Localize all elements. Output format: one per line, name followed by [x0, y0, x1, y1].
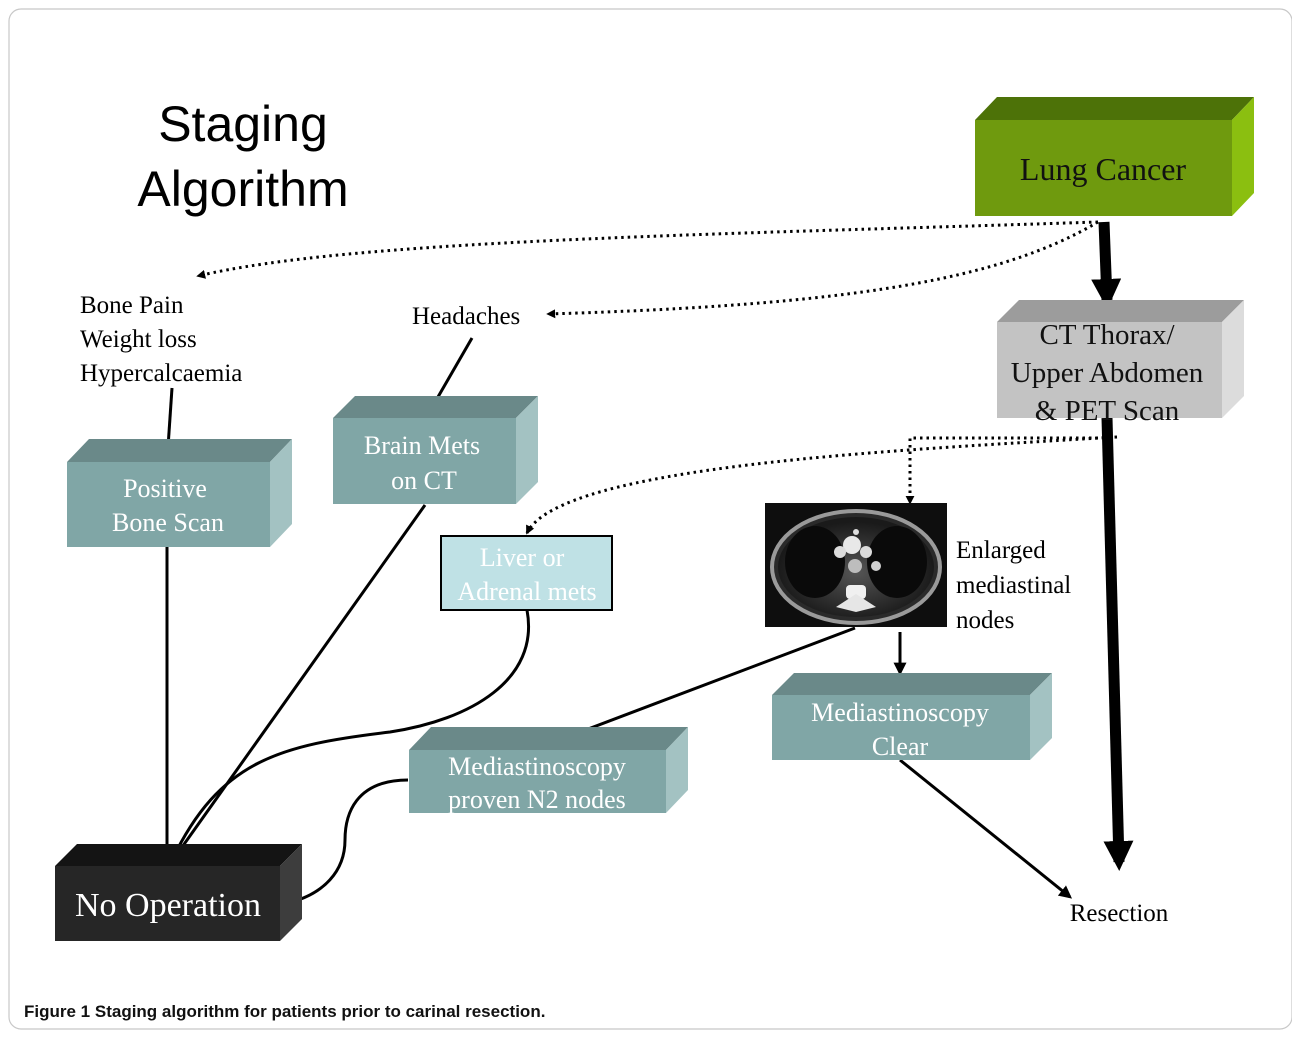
diagram-title: Staging Algorithm	[137, 96, 348, 217]
caption-label: Figure 1	[24, 1002, 91, 1021]
arrow-brain-to-noop	[168, 504, 427, 867]
mediastinoscopy-clear-node: Mediastinoscopy Clear	[772, 673, 1052, 761]
mediastinoscopy-clear-line-2: Clear	[872, 732, 929, 761]
figure-caption: Figure 1 Staging algorithm for patients …	[24, 1002, 545, 1022]
lung-cancer-label: Lung Cancer	[1020, 151, 1187, 187]
thick-arrow-to-resection	[1101, 417, 1134, 871]
enlarged-nodes-line-1: Enlarged	[956, 537, 1046, 564]
mediastinoscopy-n2-line-1: Mediastinoscopy	[448, 752, 626, 781]
dotted-arrow-symptoms	[196, 220, 1099, 279]
dotted-arrow-headaches	[546, 220, 1099, 319]
ct-scan-image	[765, 503, 947, 627]
mediastinoscopy-n2-node: Mediastinoscopy proven N2 nodes	[409, 727, 688, 814]
enlarged-nodes-line-2: mediastinal	[956, 572, 1071, 599]
symptom-weight-loss: Weight loss	[80, 326, 197, 353]
connectors	[160, 220, 1134, 909]
symptom-bone-pain: Bone Pain	[80, 292, 184, 319]
thick-arrow-to-ct	[1091, 221, 1122, 309]
title-line-2: Algorithm	[137, 161, 348, 217]
liver-mets-label-line-1: Liver or	[480, 543, 565, 572]
brain-mets-node: Brain Mets on CT	[333, 396, 538, 504]
liver-mets-node: Liver or Adrenal mets	[440, 535, 613, 611]
no-operation-label: No Operation	[75, 887, 261, 924]
enlarged-nodes-line-3: nodes	[956, 607, 1014, 634]
mediastinoscopy-clear-line-1: Mediastinoscopy	[811, 698, 989, 727]
slide-frame	[8, 8, 1292, 1030]
ct-scan-label-line-2: Upper Abdomen	[1011, 357, 1204, 389]
arrow-n2-to-noop	[281, 778, 409, 909]
ct-scan-label-line-1: CT Thorax/	[1039, 319, 1175, 351]
bone-scan-label-line-1: Positive	[123, 474, 207, 503]
enlarged-nodes-text: Enlarged mediastinal nodes	[956, 537, 1071, 634]
dotted-arrow-ct-image	[905, 421, 1109, 505]
liver-mets-label-line-2: Adrenal mets	[457, 577, 596, 606]
caption-text: Staging algorithm for patients prior to …	[94, 1002, 546, 1021]
brain-mets-label-line-2: on CT	[391, 466, 457, 495]
bone-scan-node: Positive Bone Scan	[67, 439, 292, 547]
mediastinoscopy-n2-line-2: proven N2 nodes	[448, 785, 626, 814]
dotted-arrow-liver	[525, 435, 1118, 535]
headaches-label: Headaches	[412, 303, 520, 330]
title-line-1: Staging	[158, 96, 328, 152]
ct-scan-node: CT Thorax/ Upper Abdomen & PET Scan	[997, 300, 1244, 427]
bone-scan-label-line-2: Bone Scan	[112, 508, 224, 537]
arrow-liver-to-noop	[170, 609, 530, 863]
no-operation-node: No Operation	[55, 844, 302, 941]
lung-cancer-node: Lung Cancer	[975, 97, 1254, 216]
symptoms-text: Bone Pain Weight loss Hypercalcaemia	[80, 292, 242, 387]
symptom-hypercalcaemia: Hypercalcaemia	[80, 360, 242, 387]
arrow-clear-to-resection	[899, 758, 1073, 899]
ct-scan-label-line-3: & PET Scan	[1035, 395, 1180, 427]
brain-mets-label-line-1: Brain Mets	[364, 431, 480, 460]
resection-label: Resection	[1070, 900, 1169, 927]
